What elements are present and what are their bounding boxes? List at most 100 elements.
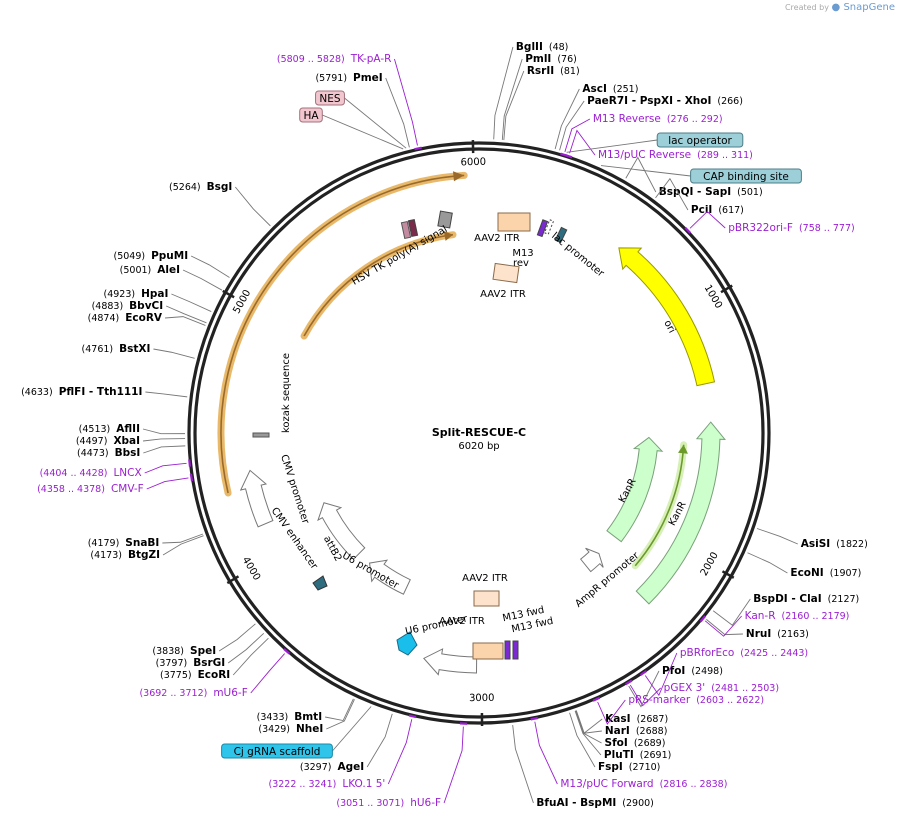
boxed-feature-cap-binding-site bbox=[690, 168, 802, 184]
enzyme-label-pmli: PmlI (76) bbox=[525, 53, 577, 65]
svg-text:(3433)BmtI: (3433) BmtI bbox=[257, 711, 322, 723]
snapgene-logo-icon: ● bbox=[831, 2, 844, 13]
primer-site-mark bbox=[564, 154, 573, 159]
primer-name: hU6-F bbox=[410, 797, 441, 809]
enzyme-label-fspi: FspI(2710) bbox=[598, 761, 660, 773]
enzyme-position: (3433) bbox=[257, 712, 289, 723]
enzyme-leader-line bbox=[512, 725, 534, 804]
annotation-arcs bbox=[217, 171, 688, 570]
enzyme-label-bsrgi: (3797)BsrGI bbox=[156, 657, 226, 669]
svg-text:FspI(2710): FspI(2710) bbox=[598, 761, 660, 773]
primer-name: CMV-F bbox=[111, 483, 144, 495]
enzyme-position: (2163) bbox=[777, 629, 809, 640]
feature-label-kozak-sequence: kozak sequence bbox=[281, 353, 292, 433]
plasmid-name: Split-RESCUE-C bbox=[432, 426, 526, 439]
primer-position: (276 .. 292) bbox=[667, 114, 723, 125]
attb2-marker bbox=[312, 575, 328, 591]
annotation-arc-line bbox=[303, 233, 454, 337]
svg-text:AsiSI(1822): AsiSI(1822) bbox=[801, 538, 868, 550]
svg-text:(3297)AgeI: (3297)AgeI bbox=[300, 761, 364, 773]
enzyme-leader-line bbox=[182, 269, 223, 291]
svg-text:pBRforEco(2425 .. 2443): pBRforEco(2425 .. 2443) bbox=[680, 647, 808, 659]
enzyme-label-sfoi: SfoI(2689) bbox=[605, 737, 666, 749]
feature-cmv-promoter bbox=[239, 469, 274, 528]
enzyme-name: BmtI bbox=[294, 711, 322, 723]
enzyme-name: BsrGI bbox=[193, 657, 225, 669]
enzyme-leader-line bbox=[628, 670, 660, 708]
features bbox=[239, 247, 726, 676]
svg-text:(4633)PflFI - Tth111I: (4633)PflFI - Tth111I bbox=[21, 386, 142, 398]
primer-leader-line bbox=[144, 462, 187, 474]
enzyme-name: EcoRV bbox=[125, 312, 163, 324]
primer-leader-line bbox=[534, 721, 558, 785]
enzyme-label-asisi: AsiSI(1822) bbox=[801, 538, 868, 550]
primer-label-pbrforeco: pBRforEco(2425 .. 2443) bbox=[680, 647, 808, 659]
primer-name: M13 Reverse bbox=[593, 113, 661, 125]
primer-site-mark bbox=[684, 227, 692, 234]
enzyme-leader-line bbox=[574, 710, 602, 756]
enzyme-name: KasI bbox=[605, 713, 630, 725]
feature-label-hsv-tk-poly-a-signal: HSV TK poly(A) signal bbox=[350, 224, 449, 288]
plasmid-size: 6020 bp bbox=[458, 441, 499, 452]
boxed-feature-text: HA bbox=[303, 110, 319, 122]
svg-text:(4874)EcoRV: (4874) EcoRV bbox=[88, 312, 163, 324]
enzyme-label-bstxi: (4761)BstXI bbox=[82, 343, 151, 355]
boxed-feature-text: CAP binding site bbox=[703, 171, 789, 183]
enzyme-leader-line bbox=[712, 598, 751, 626]
hsv-tk-polya-box bbox=[437, 210, 453, 229]
feature-ampr-promoter bbox=[579, 547, 604, 573]
lac-operator-marker bbox=[543, 219, 555, 235]
enzyme-name: EcoRI bbox=[198, 669, 231, 681]
enzyme-name: EcoNI bbox=[790, 567, 823, 579]
svg-text:(3429)NheI: (3429)NheI bbox=[258, 723, 323, 735]
enzyme-position: (76) bbox=[557, 54, 577, 65]
primer-site-mark bbox=[188, 459, 192, 467]
primer-leader-line bbox=[564, 118, 591, 152]
svg-text:(4883)BbvCI: (4883)BbvCI bbox=[92, 300, 164, 312]
svg-text:(5809 .. 5828)TK-pA-R: (5809 .. 5828)TK-pA-R bbox=[277, 53, 392, 65]
primer-position: (3051 .. 3071) bbox=[336, 798, 404, 809]
boxed-feature-text: lac operator bbox=[668, 135, 732, 147]
primer-label-lko-1-5: (3222 .. 3241)LKO.1 5' bbox=[269, 778, 386, 790]
primer-site-mark bbox=[414, 146, 422, 151]
enzyme-position: (2689) bbox=[634, 738, 666, 749]
enzyme-position: (2127) bbox=[828, 594, 860, 605]
boxed-feature-cj-grna-scaffold bbox=[221, 743, 333, 759]
feature-label-aav2-itr: AAV2 ITR bbox=[480, 289, 526, 300]
enzyme-name: PmlI bbox=[525, 53, 551, 65]
enzyme-name: PflFI - Tth111I bbox=[59, 386, 143, 398]
enzyme-position: (5001) bbox=[120, 265, 152, 276]
enzyme-label-bbvci: (4883)BbvCI bbox=[92, 300, 164, 312]
snapgene-credit: Created by ● SnapGene bbox=[785, 2, 895, 13]
annotation-arc-arrowhead bbox=[443, 231, 453, 241]
primer-name: TK-pA-R bbox=[350, 53, 392, 65]
enzyme-leader-line bbox=[554, 88, 580, 150]
feature-u6-promoter bbox=[369, 559, 411, 595]
feature-label-cmv-enhancer: CMV enhancer bbox=[269, 506, 320, 573]
boxed-leader-line bbox=[332, 706, 372, 752]
primer-label-m13-puc-forward: M13/pUC Forward(2816 .. 2838) bbox=[560, 778, 727, 790]
primer-position: (3692 .. 3712) bbox=[139, 688, 207, 699]
enzyme-position: (4761) bbox=[82, 344, 114, 355]
svg-text:(5791)PmeI: (5791)PmeI bbox=[315, 72, 382, 84]
enzyme-leader-line bbox=[143, 438, 186, 442]
plasmid-backbone bbox=[187, 141, 771, 725]
enzyme-name: NarI bbox=[605, 725, 630, 737]
feature-kanr bbox=[635, 421, 726, 605]
primer-site-mark bbox=[283, 648, 291, 655]
enzyme-name: BglII bbox=[516, 41, 543, 53]
boxed-leader-line bbox=[344, 97, 407, 149]
enzyme-leader-line bbox=[569, 712, 596, 768]
svg-text:(3222 .. 3241)LKO.1 5': (3222 .. 3241)LKO.1 5' bbox=[269, 778, 386, 790]
enzyme-position: (2710) bbox=[629, 762, 661, 773]
boxed-feature-lac-operator bbox=[656, 132, 744, 148]
primer-leader-line bbox=[146, 477, 189, 490]
enzyme-position: (4874) bbox=[88, 313, 120, 324]
enzyme-label-econi: EcoNI(1907) bbox=[790, 567, 861, 579]
primer-position: (3222 .. 3241) bbox=[269, 779, 337, 790]
enzyme-label-bglii: BglII(48) bbox=[516, 41, 568, 53]
primer-label-m13-reverse: M13 Reverse (276 .. 292) bbox=[593, 113, 723, 125]
enzyme-label-bspdi-clai: BspDI - ClaI(2127) bbox=[753, 593, 859, 605]
svg-text:PluTI(2691): PluTI(2691) bbox=[604, 749, 671, 761]
boxed-feature-ha bbox=[299, 107, 323, 123]
